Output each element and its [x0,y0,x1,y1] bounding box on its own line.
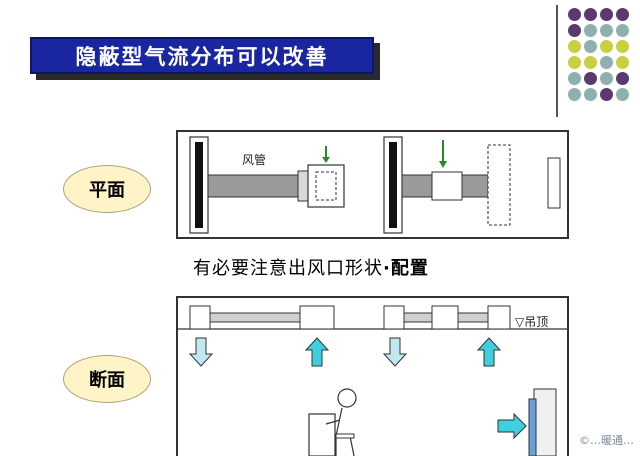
supply-down-arrow-right [382,337,408,367]
decor-dot [568,8,581,21]
outlet-grille-right [487,144,511,226]
decor-dot [600,24,613,37]
decor-dot [584,72,597,85]
caption-dot: · [383,258,391,279]
decor-dot [568,88,581,101]
plan-view-label: 平面 [63,165,151,213]
floor-unit [533,388,557,456]
duct-right-a [401,174,433,198]
caption-emphasis: 配置 [390,258,429,279]
supply-arrow-right-head [439,161,447,168]
decor-dot [584,56,597,69]
person-head [337,388,357,408]
decor-dot [616,24,629,37]
ceiling-label: ▽吊顶 [515,315,549,329]
wall-unit [547,157,561,209]
outlet-grille-left [315,171,337,201]
duct-left-section [209,312,301,323]
decor-dot [600,40,613,53]
desk [308,413,336,456]
decor-dot [568,40,581,53]
decor-dot [616,72,629,85]
decor-dot [568,72,581,85]
outlet-right [431,171,463,201]
decor-dot [600,56,613,69]
duct-connector-left [297,170,309,202]
supply-arrow-left-head [322,157,330,163]
floor-unit-panel [528,398,537,456]
outlet-right-section [431,305,459,330]
decor-dot [584,8,597,21]
outlet-left-section [299,305,335,330]
page-title: 隐蔽型气流分布可以改善 [30,37,374,74]
chair-seat [335,433,355,439]
decorative-divider [556,5,558,117]
duct-label: 风管 [242,153,267,167]
duct-left [207,174,299,198]
outlet-box-left [307,164,345,208]
decor-dot [616,56,629,69]
section-view-diagram: ▽吊顶 [176,296,569,456]
caption: 有必要注意出风口形状·配置 [193,254,429,280]
decor-dot [616,88,629,101]
air-handler-left-core [195,142,203,228]
decor-dot [568,56,581,69]
floor-unit-arrow [497,412,527,440]
return-up-arrow-right [476,337,502,367]
air-handler-right-core [389,142,397,228]
watermark: ©…暖通… [579,434,634,447]
decor-dot [584,24,597,37]
decor-dot [616,8,629,21]
section-view-drawing [176,305,569,456]
decor-dot [584,40,597,53]
duct-right-section-b [457,312,489,323]
section-view-label: 断面 [63,355,151,403]
plan-view-drawing [189,136,561,234]
supply-down-arrow-left [188,337,214,367]
return-up-arrow-left [304,337,330,367]
unit-right-section [383,305,405,330]
plan-view-diagram: 风管 [176,130,569,239]
decor-dot [600,88,613,101]
decor-dot [584,88,597,101]
decor-dot [600,72,613,85]
decor-dot [568,24,581,37]
decor-dot [600,8,613,21]
duct-right-b [461,174,489,198]
unit-left-section [189,305,211,330]
decor-dot [616,40,629,53]
duct-right-section-a [403,312,433,323]
return-right-section [487,305,511,330]
caption-main: 有必要注意出风口形状 [193,258,383,279]
